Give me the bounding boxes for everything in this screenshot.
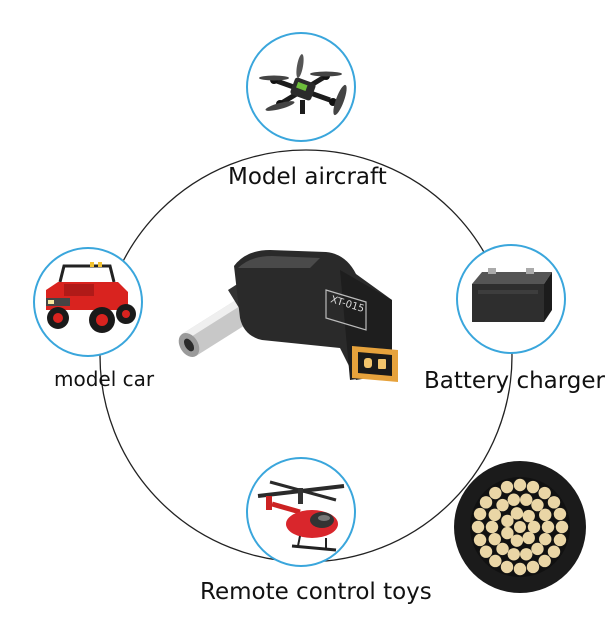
connector-pin [496, 498, 509, 512]
connector-pin [527, 520, 541, 534]
connector-pin [526, 560, 540, 574]
connector-pin [514, 521, 526, 533]
connector-pin [507, 493, 520, 506]
connector-pin [510, 507, 524, 520]
connector-pin [485, 520, 499, 534]
connector-pin [520, 548, 533, 561]
connector-pin [473, 533, 487, 547]
connector-pin [513, 478, 527, 492]
connector-pin [531, 542, 544, 556]
connector-pin [507, 548, 520, 561]
connector-pin [555, 520, 569, 534]
connector-pin [488, 508, 501, 522]
connector-pin [489, 554, 502, 568]
connector-pin [501, 514, 514, 528]
connector-pin [553, 533, 567, 547]
connector-pin [501, 526, 514, 540]
connector-pin [500, 560, 514, 574]
connector-pin [547, 496, 561, 509]
connector-pin [531, 498, 544, 512]
label-remote-control-toys: Remote control toys [200, 579, 432, 605]
helicopter-icon [246, 457, 356, 567]
label-model-aircraft: Model aircraft [228, 164, 387, 190]
connector-pin [473, 507, 487, 521]
connector-pin [539, 508, 552, 522]
connector-pin [539, 532, 552, 546]
jeep-icon [33, 247, 143, 357]
connector-pin [547, 545, 561, 558]
connector-pin [479, 545, 493, 558]
connector-pin [489, 486, 502, 500]
connector-pin [526, 480, 540, 494]
connector-pins-icon [454, 461, 586, 593]
connector-pin [471, 520, 485, 534]
connector-pin [513, 562, 527, 576]
connector-pin [520, 493, 533, 506]
connector-pin [496, 542, 509, 556]
connector-pin [510, 534, 524, 547]
connector-pin [522, 509, 535, 523]
battery-icon [456, 244, 566, 354]
connector-pin [553, 507, 567, 521]
connector-pin [488, 532, 501, 546]
label-model-car: model car [54, 367, 155, 391]
connector-pin [538, 554, 551, 568]
drone-icon [246, 32, 356, 142]
dc-adapter-icon: XT-015 [178, 250, 398, 382]
connector-pin [538, 486, 551, 500]
connector-pin [500, 480, 514, 494]
connector-pin [541, 520, 555, 534]
label-battery-charger: Battery charger [424, 368, 606, 394]
connector-pin [479, 496, 493, 509]
connector-pin [522, 531, 535, 545]
